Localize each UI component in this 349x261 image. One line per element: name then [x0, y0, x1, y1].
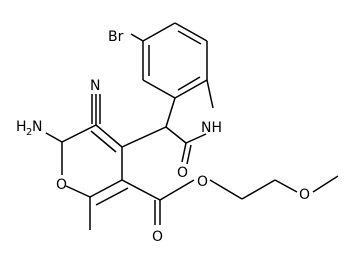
- ether-oxygen-label: O: [299, 187, 310, 203]
- bond: [181, 142, 187, 163]
- bond: [159, 179, 195, 201]
- bromine-label: Br: [108, 29, 124, 45]
- bond: [241, 179, 276, 200]
- bond: [61, 124, 97, 143]
- ring-oxygen-label: O: [56, 177, 67, 193]
- bond: [165, 126, 187, 144]
- bond: [142, 22, 176, 42]
- bond: [174, 79, 208, 99]
- lactam-oxygen-label: O: [177, 165, 188, 181]
- bond: [177, 30, 202, 45]
- bond: [312, 175, 339, 193]
- bond: [177, 76, 201, 91]
- bond: [90, 130, 117, 153]
- bond-to-amine: [45, 132, 63, 143]
- bond: [186, 144, 192, 165]
- bond: [89, 179, 123, 198]
- bond: [206, 79, 214, 109]
- bond: [121, 179, 161, 201]
- amine-label-sub: 2: [26, 127, 32, 138]
- ester-chain: [121, 175, 339, 225]
- bond: [174, 22, 208, 42]
- nitrile-n-label: N: [90, 78, 100, 94]
- bond: [185, 133, 207, 144]
- bond: [274, 179, 298, 193]
- bond: [121, 126, 167, 148]
- nitrile-group: [91, 94, 101, 125]
- benzene-ring: [142, 22, 208, 99]
- pyran-ring: [61, 124, 167, 230]
- bond: [95, 124, 123, 148]
- bond: [65, 185, 91, 198]
- bond: [165, 97, 176, 128]
- amine-label-h: H: [16, 119, 27, 135]
- amine-label-n: N: [32, 119, 42, 135]
- bond: [142, 79, 176, 99]
- bond: [209, 179, 243, 200]
- nh-label: NH: [201, 120, 222, 136]
- ester-oxygen-label: O: [197, 174, 208, 190]
- lactam-ring: [165, 79, 214, 165]
- bond: [95, 187, 129, 206]
- bond-to-bromine: [130, 33, 144, 42]
- ester-carbonyl-oxygen-label: O: [152, 229, 163, 245]
